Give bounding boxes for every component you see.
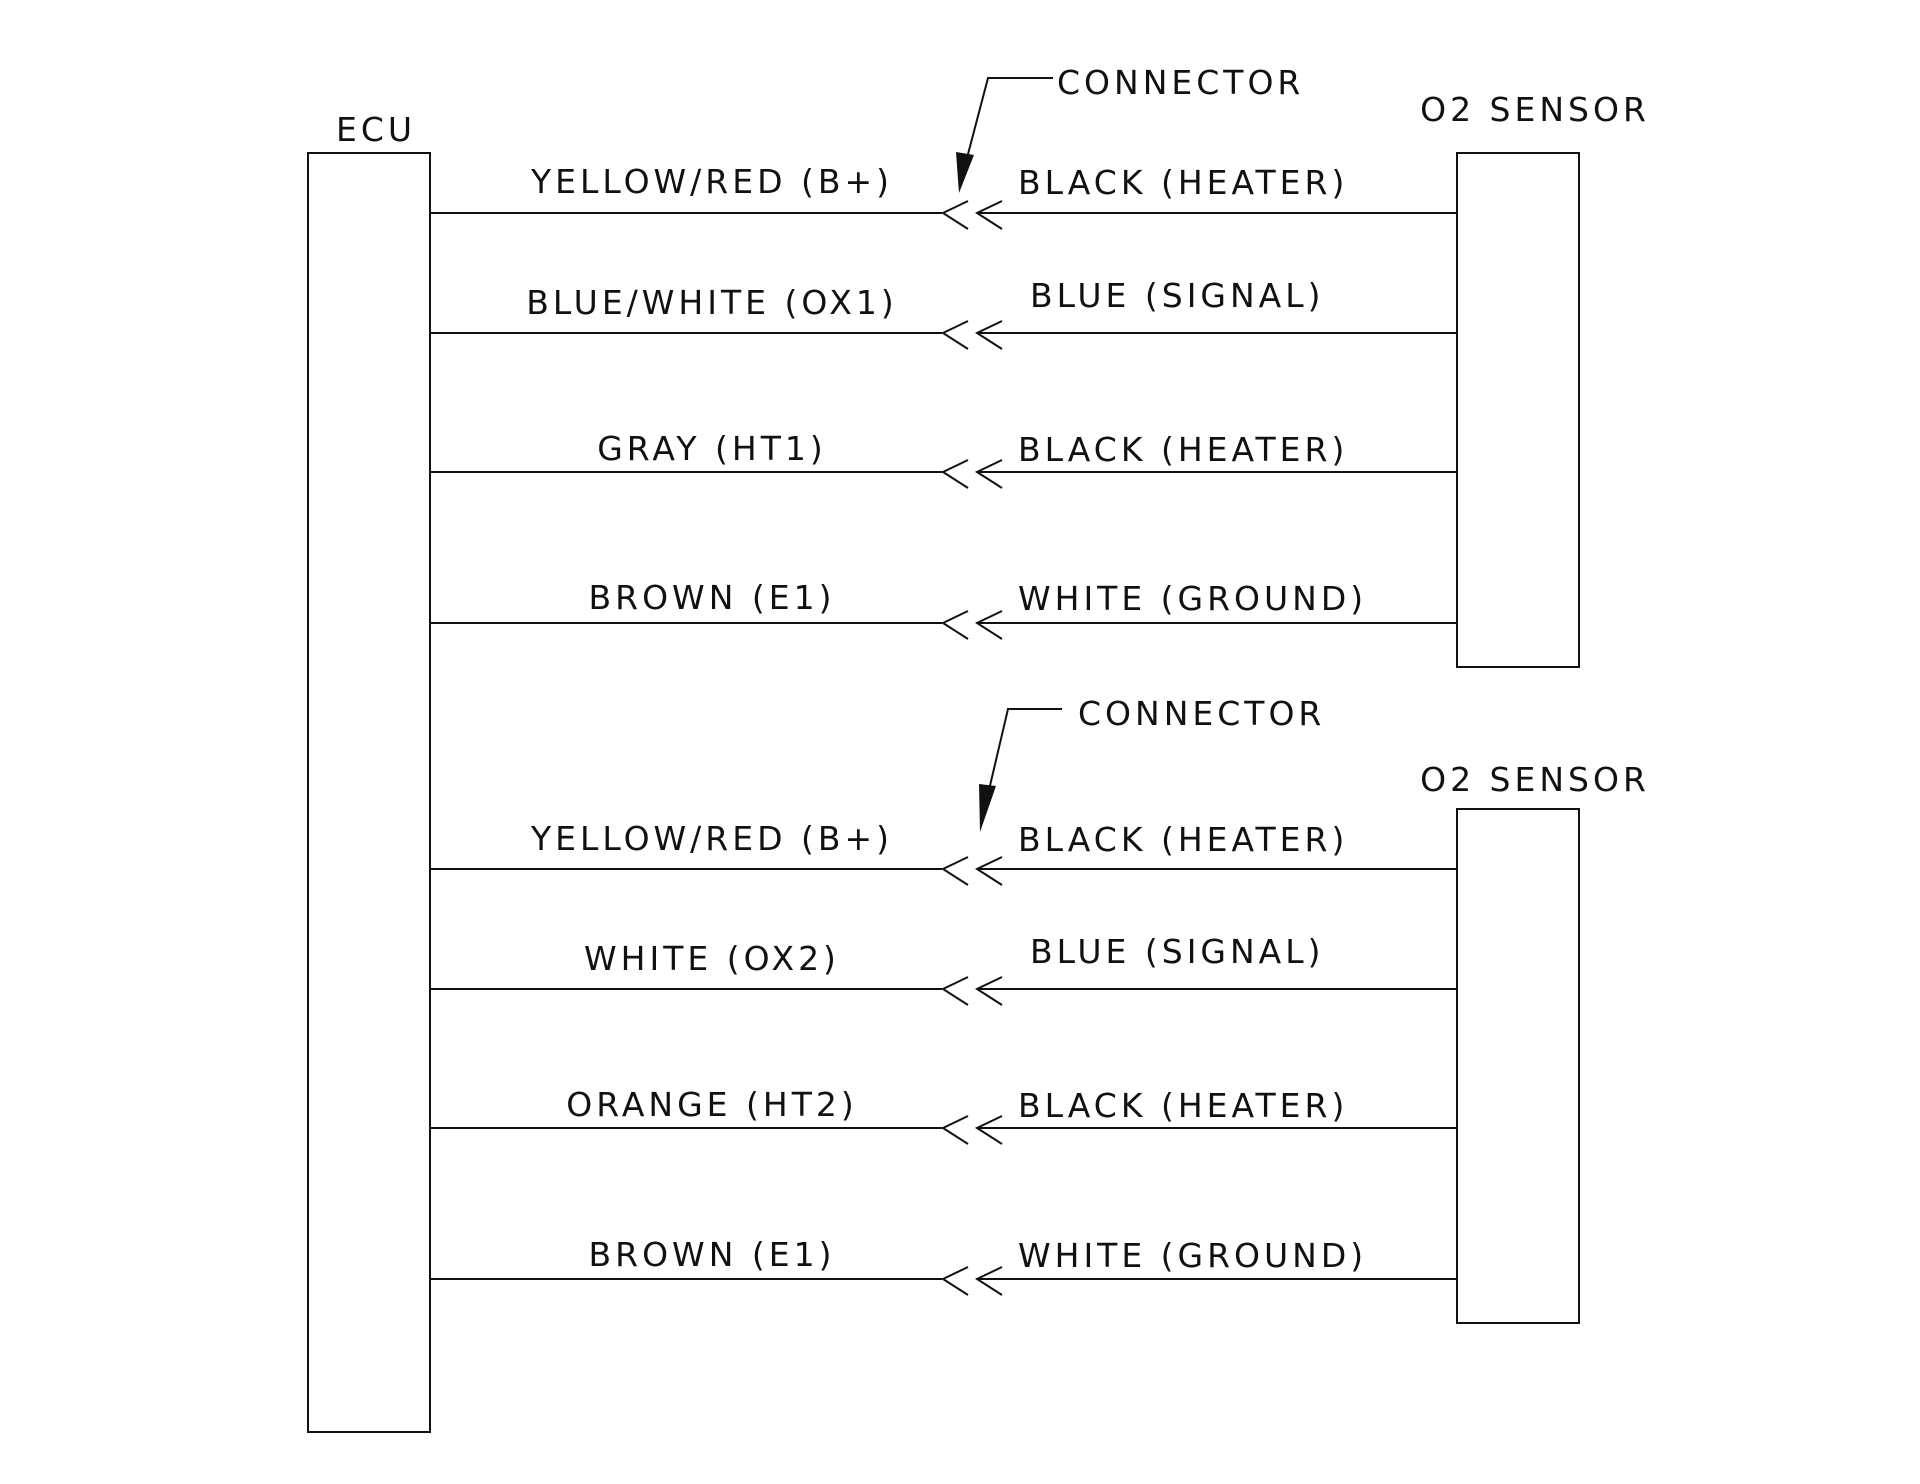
ecu-box (307, 152, 431, 1433)
o2-sensor-2-label: O2 SENSOR (1420, 760, 1650, 799)
sensor-wire-label: WHITE (GROUND) (1018, 1236, 1367, 1275)
sensor-wire-label: BLACK (HEATER) (1018, 820, 1348, 859)
o2-sensor-1-box (1456, 152, 1580, 668)
connector-chevron-icon (974, 976, 1003, 1006)
wire-row: YELLOW/RED (B+) BLACK (HEATER) (430, 819, 1457, 886)
connector-chevron-icon (974, 1115, 1003, 1145)
connector-chevron-icon (974, 856, 1003, 886)
ecu-wire-label: GRAY (HT1) (597, 429, 827, 468)
connector-1-arrow-icon (956, 152, 974, 193)
connector-chevron-icon (974, 459, 1003, 489)
o2-sensor-2-box (1456, 808, 1580, 1324)
wire-row: BROWN (E1) WHITE (GROUND) (430, 1235, 1457, 1296)
connector-chevron-icon (940, 976, 969, 1006)
connector-chevron-icon (974, 1266, 1003, 1296)
connector-chevron-icon (940, 1266, 969, 1296)
wire-row: YELLOW/RED (B+) BLACK (HEATER) (430, 162, 1457, 230)
ecu-wire-label: YELLOW/RED (B+) (530, 162, 893, 201)
connector-chevron-icon (940, 856, 969, 886)
connector-chevron-icon (940, 459, 969, 489)
connector-chevron-icon (940, 200, 969, 230)
connector-2-arrow-icon (979, 784, 996, 832)
wire-row: BLUE/WHITE (OX1) BLUE (SIGNAL) (430, 276, 1457, 350)
wire-row: ORANGE (HT2) BLACK (HEATER) (430, 1085, 1457, 1145)
connector-chevron-icon (974, 610, 1003, 640)
wire-row: BROWN (E1) WHITE (GROUND) (430, 578, 1457, 640)
connector-2-leader (988, 708, 1062, 791)
ecu-wire-label: ORANGE (HT2) (566, 1085, 857, 1124)
connector-2-label: CONNECTOR (1078, 694, 1325, 733)
sensor-wire-label: BLACK (HEATER) (1018, 1086, 1348, 1125)
sensor-wire-label: BLUE (SIGNAL) (1030, 276, 1325, 315)
ecu-label: ECU (336, 110, 416, 149)
connector-1-label: CONNECTOR (1057, 63, 1304, 102)
sensor-wire-label: BLACK (HEATER) (1018, 163, 1348, 202)
wire-row: WHITE (OX2) BLUE (SIGNAL) (430, 932, 1457, 1006)
connector-chevron-icon (940, 610, 969, 640)
ecu-wire-label: YELLOW/RED (B+) (530, 819, 893, 858)
connector-1-leader (966, 77, 1053, 159)
ecu-wire-label: BROWN (E1) (589, 1235, 836, 1274)
wire-row: GRAY (HT1) BLACK (HEATER) (430, 429, 1457, 489)
o2-sensor-1-label: O2 SENSOR (1420, 90, 1650, 129)
sensor-wire-label: BLACK (HEATER) (1018, 430, 1348, 469)
sensor-wire-label: BLUE (SIGNAL) (1030, 932, 1325, 971)
ecu-wire-label: WHITE (OX2) (584, 939, 840, 978)
connector-chevron-icon (940, 320, 969, 350)
connector-chevron-icon (940, 1115, 969, 1145)
sensor-wire-label: WHITE (GROUND) (1018, 579, 1367, 618)
ecu-wire-label: BROWN (E1) (589, 578, 836, 617)
ecu-wire-label: BLUE/WHITE (OX1) (526, 283, 897, 322)
connector-chevron-icon (974, 320, 1003, 350)
connector-chevron-icon (974, 200, 1003, 230)
